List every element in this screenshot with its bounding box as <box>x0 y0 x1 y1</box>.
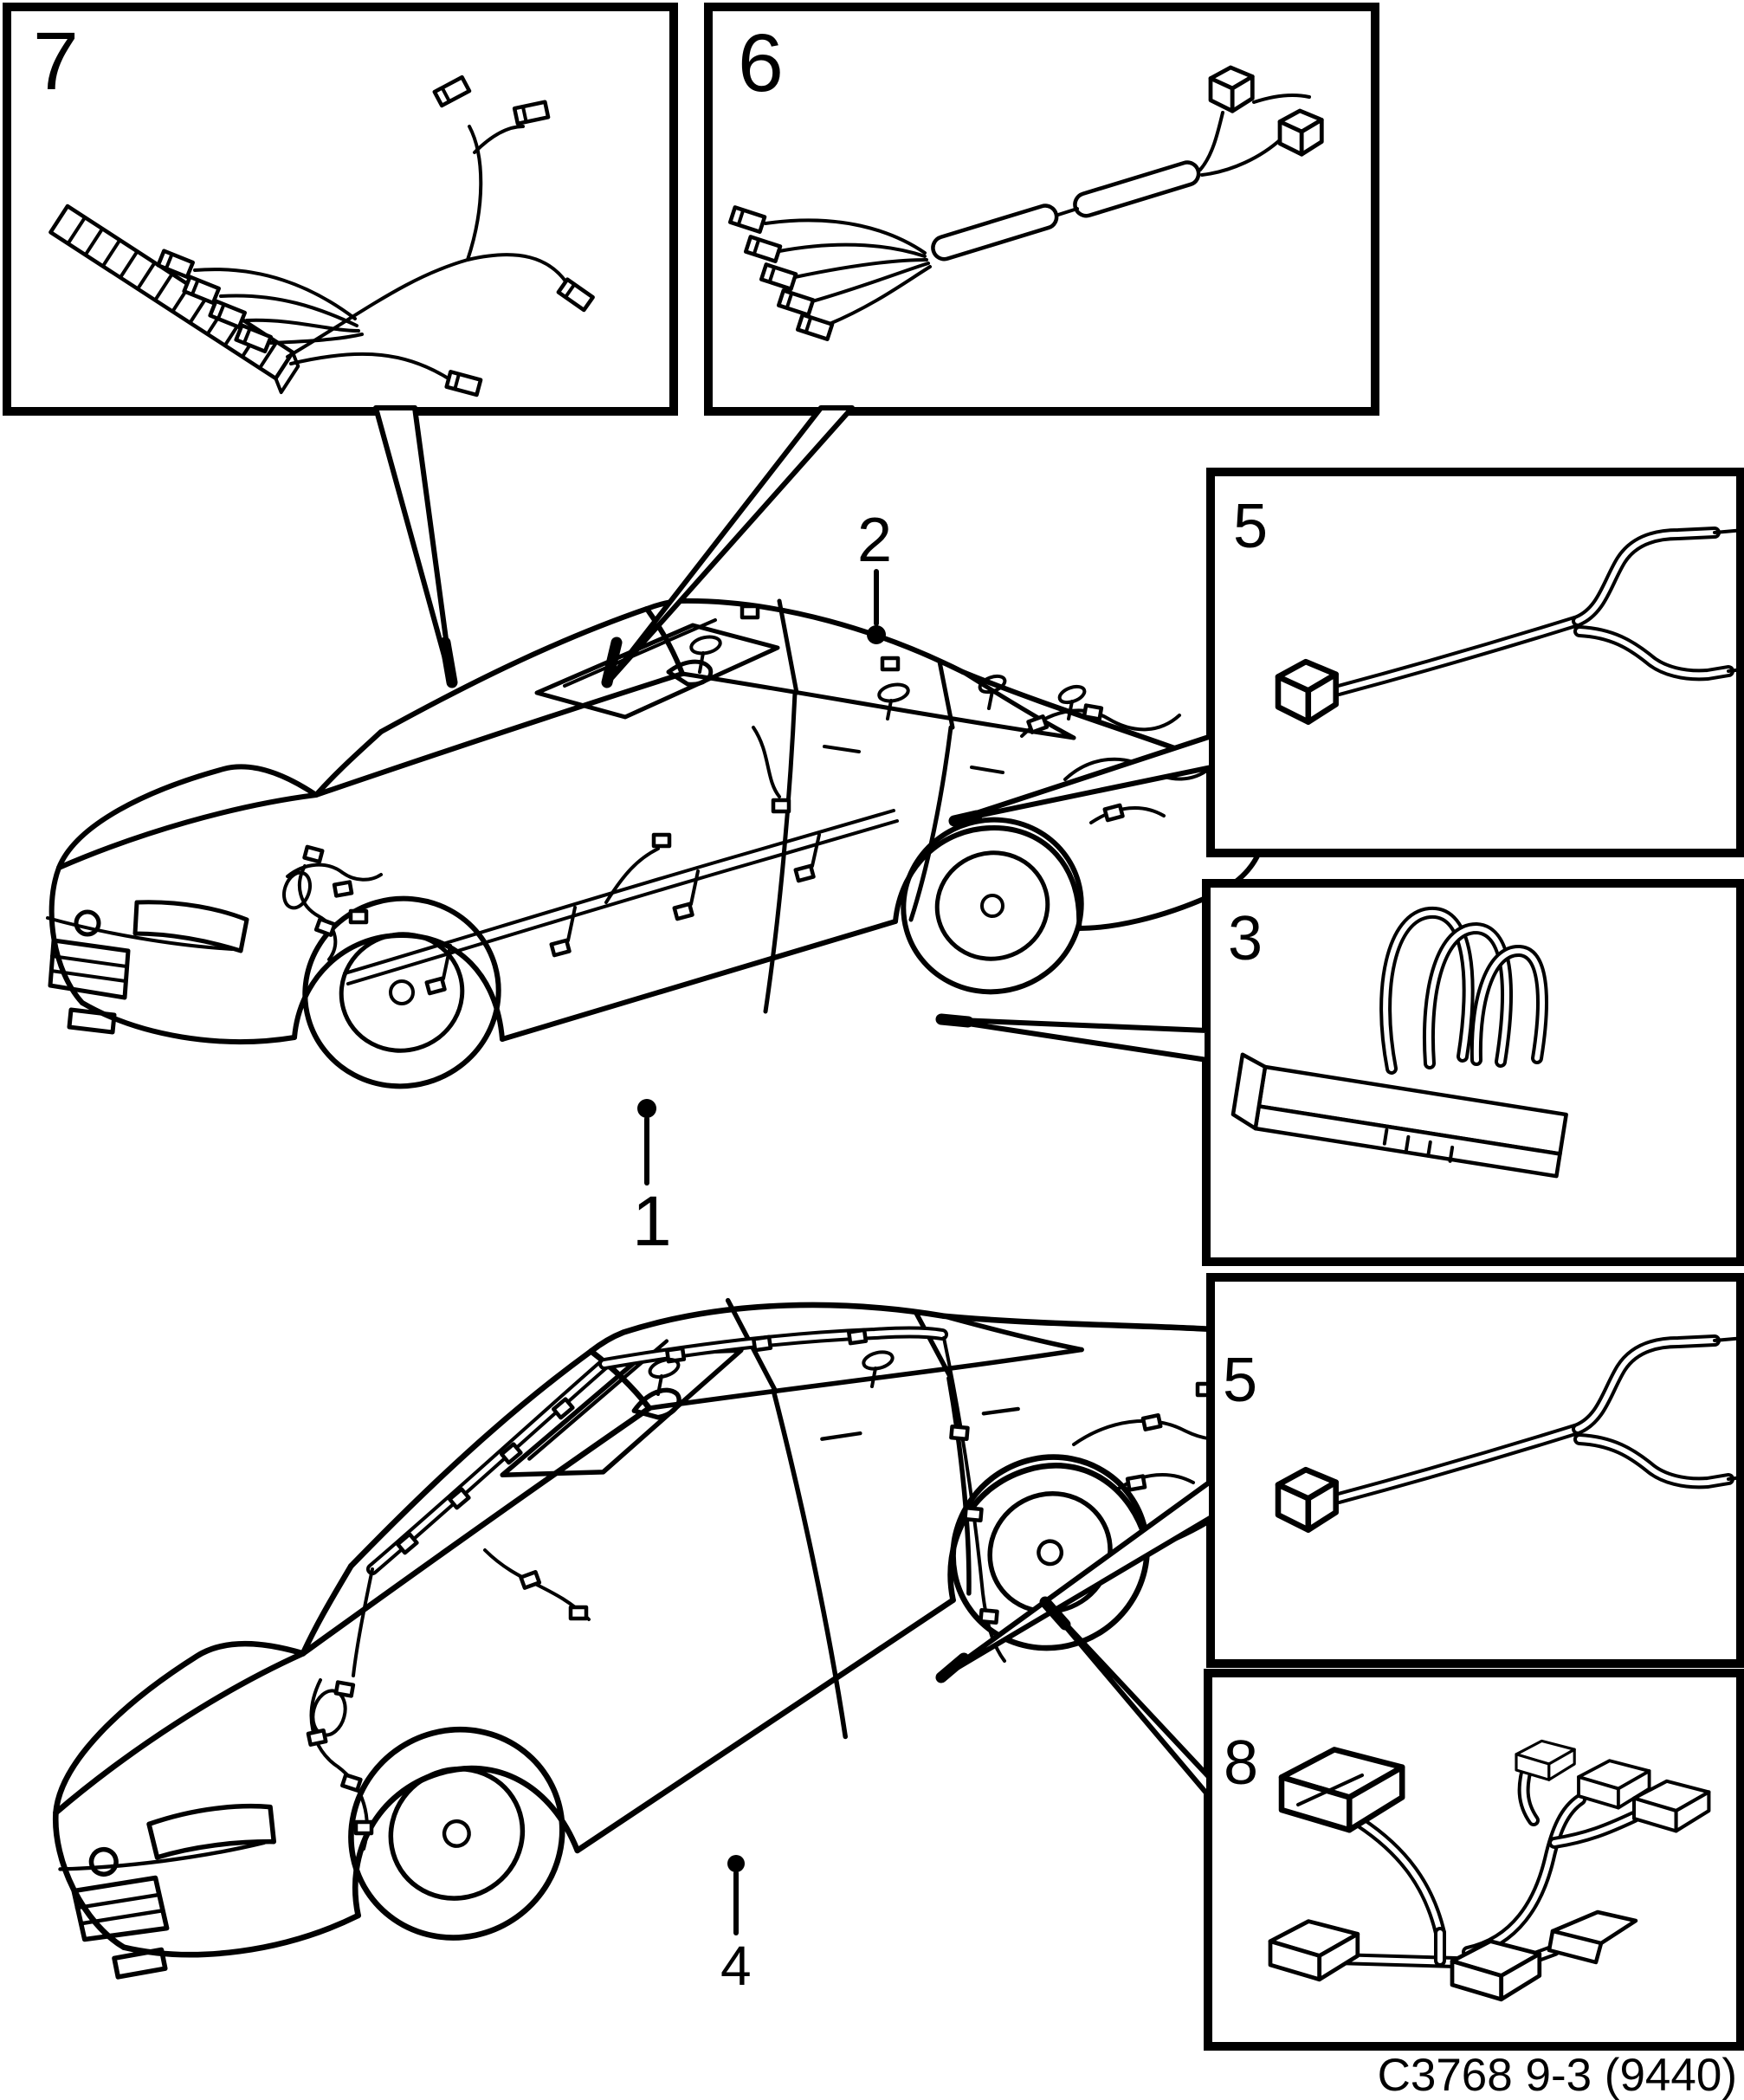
panel-6: 6 <box>704 3 1379 416</box>
panel-3-harness-drawing <box>1230 906 1568 1179</box>
panel-3-label: 3 <box>1228 904 1263 973</box>
callout-1: 1 <box>632 1099 672 1261</box>
leader-wedge-panel7 <box>373 405 455 687</box>
car-bottom-drawing <box>0 1144 1402 2070</box>
callout-1-dot <box>637 1099 656 1118</box>
leader-wedge-panel3 <box>937 1017 1210 1063</box>
figure-caption: C3768 9-3 (9440) <box>1378 2050 1737 2100</box>
car-top-wiring-harness <box>282 606 1211 993</box>
panel-6-harness-drawing <box>730 68 1321 339</box>
leader-wedge-panel8 <box>1041 1598 1211 1799</box>
panel-7: 7 <box>3 3 678 416</box>
panel-5-bottom: 5 <box>1206 1273 1744 1668</box>
panel-7-frame <box>3 3 678 416</box>
panel-5-top-label: 5 <box>1233 492 1268 561</box>
car-top-drawing <box>48 601 1265 1109</box>
callout-4-label: 4 <box>720 1935 752 1997</box>
panel-6-label: 6 <box>738 17 784 109</box>
panel-5-top: 5 <box>1206 468 1744 857</box>
panel-7-label: 7 <box>33 16 79 107</box>
callout-1-label: 1 <box>632 1182 672 1261</box>
panel-5-bottom-label: 5 <box>1223 1346 1257 1415</box>
panel-8: 8 <box>1204 1669 1744 2051</box>
callout-2: 2 <box>857 506 892 644</box>
callout-2-label: 2 <box>857 506 892 575</box>
leader-wedge-panel6 <box>604 405 855 687</box>
callout-4-dot <box>727 1855 745 1872</box>
callout-2-dot <box>867 625 886 644</box>
leader-wedge-panel5-top <box>950 733 1214 824</box>
panel-7-harness-drawing <box>48 77 593 395</box>
panel-5-bottom-harness-drawing <box>1278 1334 1744 1530</box>
panel-8-harness-drawing <box>1270 1739 1708 1999</box>
leader-wedges <box>373 405 1214 1799</box>
leader-wedge-panel5-bottom <box>937 1478 1214 1681</box>
panel-8-label: 8 <box>1224 1728 1258 1798</box>
panel-5-top-harness-drawing <box>1278 527 1744 722</box>
callout-4: 4 <box>720 1855 752 1997</box>
panel-3: 3 <box>1202 879 1744 1266</box>
